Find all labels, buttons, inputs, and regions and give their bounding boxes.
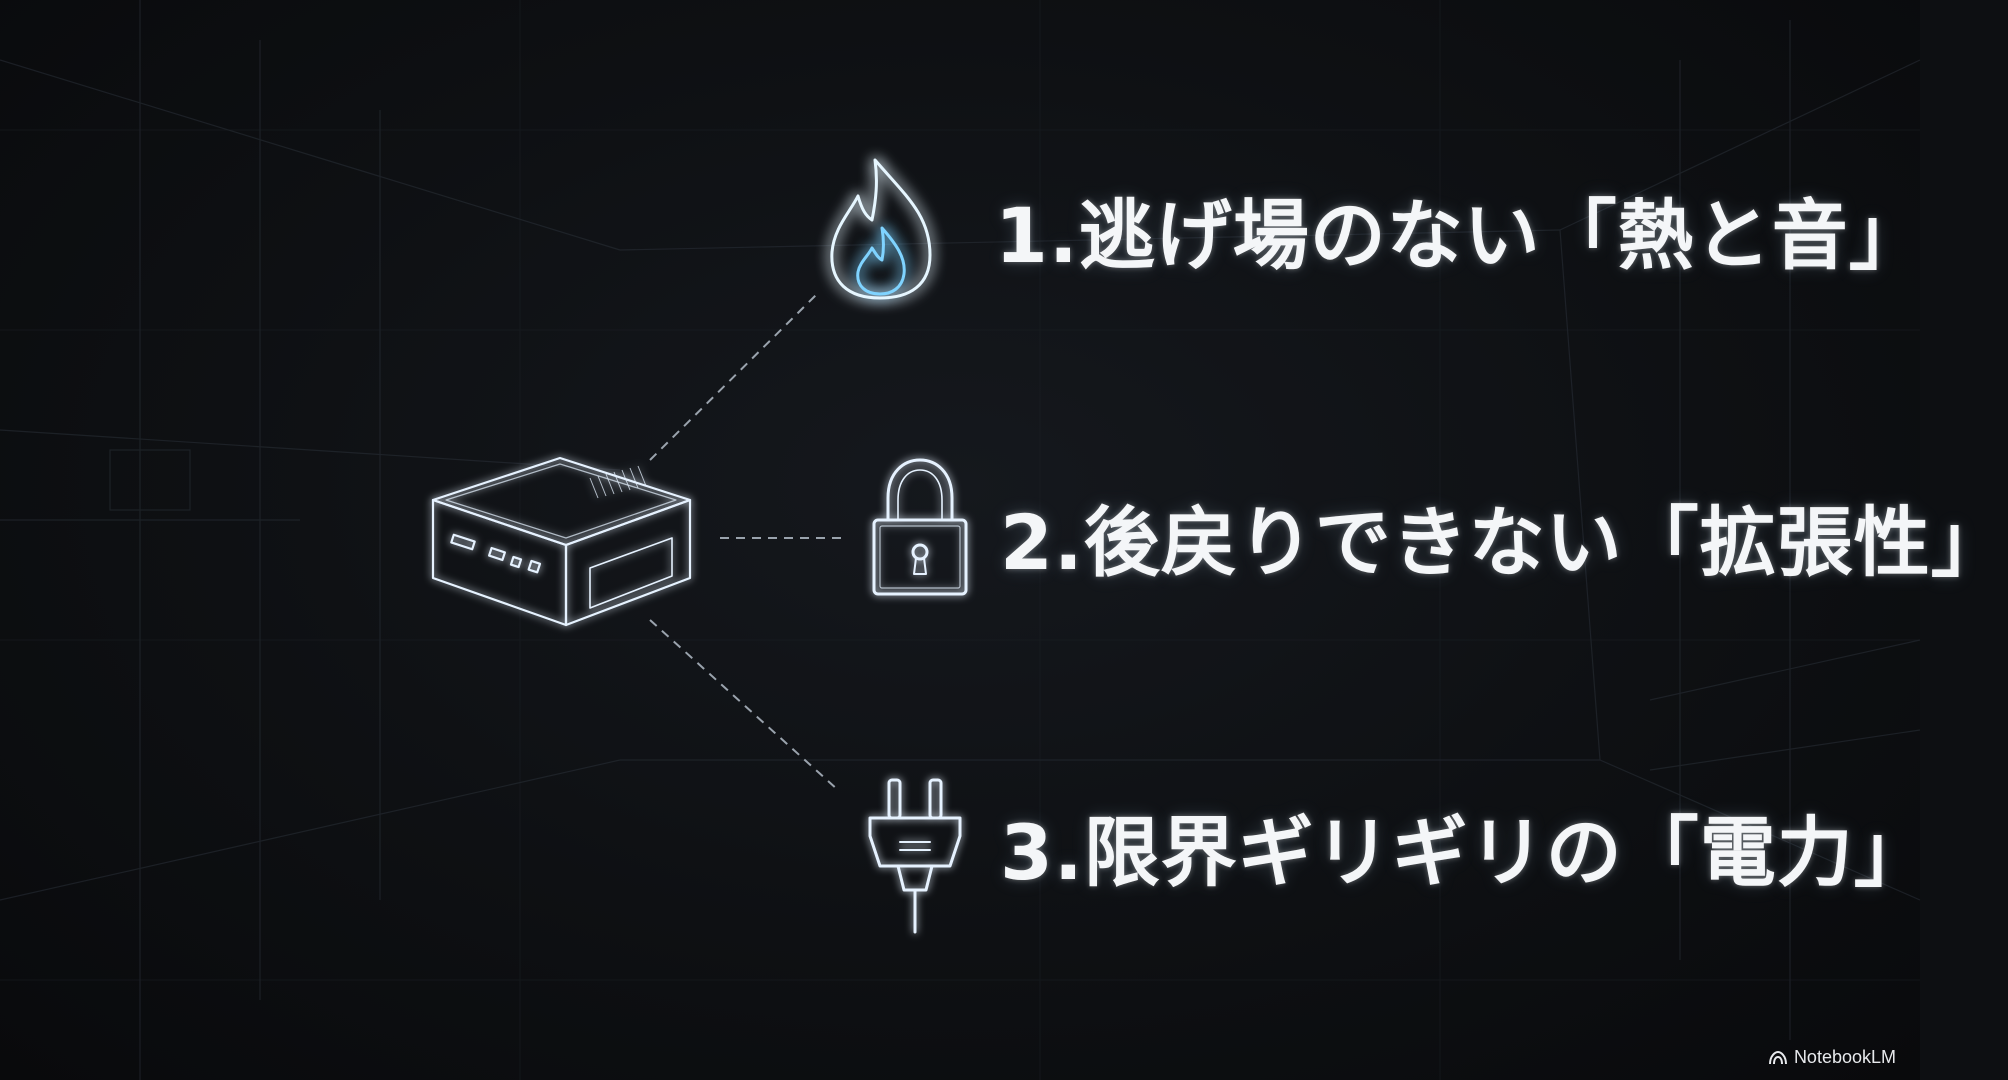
list-item-2: 2.後戻りできない「拡張性」 (1000, 498, 2008, 587)
connector-line-3 (649, 619, 839, 791)
connector-line-1 (649, 292, 819, 461)
list-item-1: 1.逃げ場のない「熱と音」 (995, 191, 1926, 280)
brand-watermark: NotebookLM (1768, 1047, 1896, 1068)
background-blueprint (0, 0, 1921, 1080)
notebooklm-logo-icon (1768, 1050, 1787, 1064)
flame-icon (830, 158, 932, 300)
diagram-graphics (431, 158, 968, 934)
brand-label: NotebookLM (1793, 1047, 1896, 1067)
padlock-icon (872, 458, 968, 596)
list-item-3: 3.限界ギリギリの「電力」 (1000, 808, 1931, 897)
power-plug-icon (868, 778, 962, 934)
mini-pc-icon (431, 456, 692, 627)
